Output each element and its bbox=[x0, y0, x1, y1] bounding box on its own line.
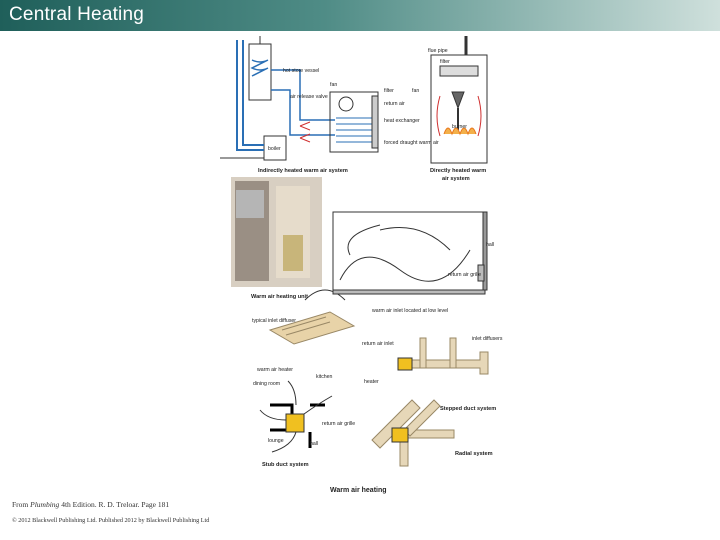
title-banner: Central Heating bbox=[0, 0, 720, 31]
boiler bbox=[263, 135, 287, 161]
label-heat-exchanger: heat exchanger bbox=[384, 118, 420, 124]
label-fan: fan bbox=[330, 82, 337, 88]
label-boiler: boiler bbox=[268, 146, 281, 152]
radial-labels: return air inlet inlet diffusers heater … bbox=[330, 336, 503, 494]
fan-symbol bbox=[338, 96, 354, 112]
filter-element bbox=[439, 65, 479, 77]
indirect-system-diagram bbox=[220, 36, 379, 161]
label-dining-room: dining room bbox=[253, 381, 280, 387]
caption-radial: Radial system bbox=[455, 451, 493, 457]
label-air-release: air release valve bbox=[290, 94, 328, 100]
label-kitchen: kitchen bbox=[316, 374, 333, 380]
caption-direct-1: Directly heated warm bbox=[430, 168, 486, 174]
direct-system-diagram bbox=[430, 36, 488, 164]
label-return-air: return air bbox=[384, 101, 405, 107]
label-typical-inlet: typical inlet diffuser bbox=[252, 318, 296, 324]
label-return-air-inlet: return air inlet bbox=[362, 341, 394, 347]
slide-title: Central Heating bbox=[9, 4, 145, 25]
label-hot-store: hot store vessel bbox=[283, 68, 319, 74]
label-warm-air-inlet: warm air inlet located at low level bbox=[372, 308, 448, 314]
caption-indirect: Indirectly heated warm air system bbox=[258, 168, 348, 174]
label-fan-direct: fan bbox=[412, 88, 419, 94]
caption-hall: Warm air heating unit bbox=[251, 294, 308, 300]
indirect-labels: hot store vessel fan air release valve b… bbox=[258, 68, 439, 174]
label-forced-draught: forced draught warm air bbox=[384, 140, 439, 146]
label-hall: hall bbox=[486, 242, 494, 248]
label-filter: filter bbox=[384, 88, 394, 94]
label-warm-air-heater: warm air heater bbox=[257, 367, 293, 373]
label-hall-stub: hall bbox=[310, 441, 318, 447]
label-heater: heater bbox=[364, 379, 379, 385]
hall-labels: hall return air grille warm air inlet lo… bbox=[251, 242, 494, 314]
direct-labels: flue pipe filter fan burner Directly hea… bbox=[412, 48, 486, 182]
label-inlet-diffusers: inlet diffusers bbox=[472, 336, 503, 342]
label-flue-pipe: flue pipe bbox=[428, 48, 448, 54]
citation: From Plumbing 4th Edition. R. D. Treloar… bbox=[12, 500, 170, 509]
heater-photo bbox=[231, 177, 322, 287]
caption-direct-2: air system bbox=[442, 176, 470, 182]
caption-warm-air-heating: Warm air heating bbox=[330, 487, 387, 494]
inlet-diffuser: typical inlet diffuser bbox=[252, 311, 356, 345]
caption-stepped: Stepped duct system bbox=[440, 406, 496, 412]
copyright: © 2012 Blackwell Publishing Ltd. Publish… bbox=[12, 517, 210, 524]
label-lounge: lounge bbox=[268, 438, 284, 444]
label-return-air-grille-stub: return air grille bbox=[322, 421, 355, 427]
label-burner: burner bbox=[452, 124, 467, 130]
label-filter-direct: filter bbox=[440, 59, 450, 65]
stub-duct-diagram: warm air heater kitchen dining room retu… bbox=[253, 367, 355, 468]
hall-diagram bbox=[304, 211, 488, 301]
caption-stub: Stub duct system bbox=[262, 462, 309, 468]
radial-duct-diagram bbox=[371, 337, 489, 467]
label-return-air-grille: return air grille bbox=[448, 272, 481, 278]
